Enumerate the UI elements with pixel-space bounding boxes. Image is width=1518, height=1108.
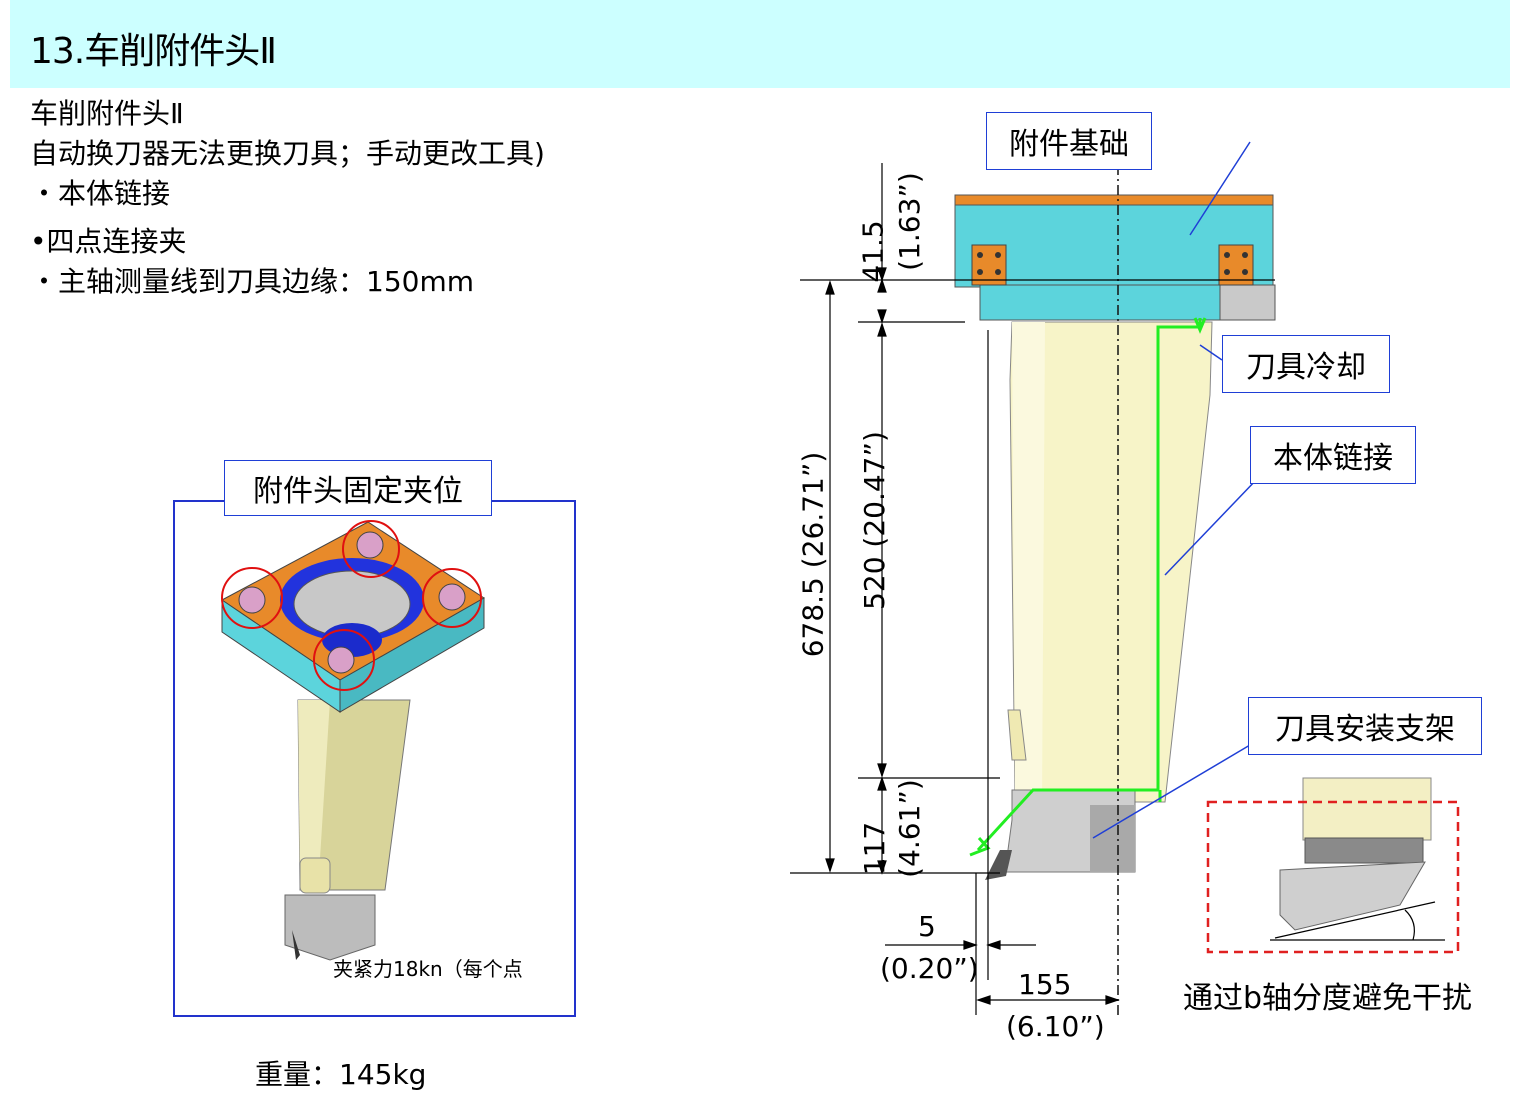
side-view-illustration xyxy=(790,141,1276,1015)
weight-label: 重量：145kg xyxy=(255,1058,427,1091)
base-callout: 附件基础 xyxy=(986,112,1152,170)
b-axis-note: 通过b轴分度避免干扰 xyxy=(1183,981,1473,1016)
intro-line-3: ・本体链接 xyxy=(30,177,171,210)
dim-117-inch: (4.61”) xyxy=(892,779,926,878)
dim-5: 5 xyxy=(918,910,936,943)
tool-holder-callout: 刀具安装支架 xyxy=(1248,697,1482,755)
dim-678-5: 678.5 (26.71”) xyxy=(796,451,830,658)
dim-41-5-inch: (1.63”) xyxy=(892,172,926,271)
isometric-head-illustration xyxy=(221,520,485,961)
intro-line-4: •四点连接夹 xyxy=(30,225,187,258)
dim-155: 155 xyxy=(1018,968,1072,1001)
intro-line-1: 车削附件头Ⅱ xyxy=(30,97,184,130)
title-bar: 13.车削附件头Ⅱ xyxy=(10,0,1510,88)
intro-line-5: ・主轴测量线到刀具边缘：150mm xyxy=(30,265,474,298)
body-link-callout: 本体链接 xyxy=(1250,426,1416,484)
clamp-force-label: 夹紧力18kn（每个点 xyxy=(333,957,523,981)
clamp-position-callout: 附件头固定夹位 xyxy=(224,460,492,516)
dim-5-inch: (0.20”) xyxy=(880,952,979,985)
page-title: 13.车削附件头Ⅱ xyxy=(30,31,277,72)
dim-41-5: 41.5 xyxy=(856,220,890,283)
b-axis-detail-illustration xyxy=(1206,777,1460,954)
coolant-callout: 刀具冷却 xyxy=(1222,335,1390,393)
dim-155-inch: (6.10”) xyxy=(1006,1010,1105,1043)
dim-117: 117 xyxy=(858,821,892,876)
dim-520: 520 (20.47”) xyxy=(857,431,891,610)
intro-line-2: 自动换刀器无法更换刀具；手动更改工具) xyxy=(30,137,545,170)
